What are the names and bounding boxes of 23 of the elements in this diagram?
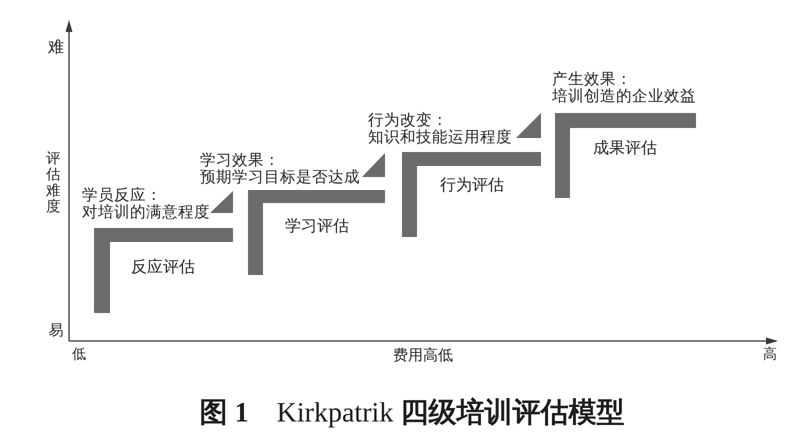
- axis-end-label: 高: [763, 347, 777, 363]
- l-shaped-step-bar: [402, 152, 541, 237]
- figure-caption: 图 1 Kirkpatrik 四级培训评估模型: [200, 398, 624, 430]
- annotation-text: 知识和技能运用程度: [368, 129, 512, 146]
- l-shaped-step-bar: [248, 190, 385, 275]
- l-shaped-step-bar: [555, 113, 696, 198]
- step-label: 成果评估: [593, 139, 657, 157]
- annotation-heading: 学习效果：: [200, 152, 280, 169]
- step-label: 学习评估: [285, 217, 349, 235]
- axis-end-label: 低: [72, 347, 86, 363]
- annotation-heading: 学员反应：: [82, 187, 162, 204]
- annotation-heading: 产生效果：: [552, 71, 632, 88]
- annotation-text: 预期学习目标是否达成: [200, 169, 360, 186]
- step-label: 反应评估: [131, 258, 195, 276]
- axis-title: 评估难度: [46, 152, 60, 216]
- step-label: 行为评估: [440, 176, 504, 194]
- axis-title: 费用高低: [393, 346, 453, 364]
- axis-end-label: 难: [48, 38, 64, 56]
- annotation-text: 对培训的满意程度: [82, 204, 210, 221]
- axis-end-label: 易: [48, 322, 64, 338]
- annotation-text: 培训创造的企业效益: [552, 88, 696, 105]
- l-shaped-step-bar: [94, 228, 233, 313]
- annotation-heading: 行为改变：: [368, 112, 448, 129]
